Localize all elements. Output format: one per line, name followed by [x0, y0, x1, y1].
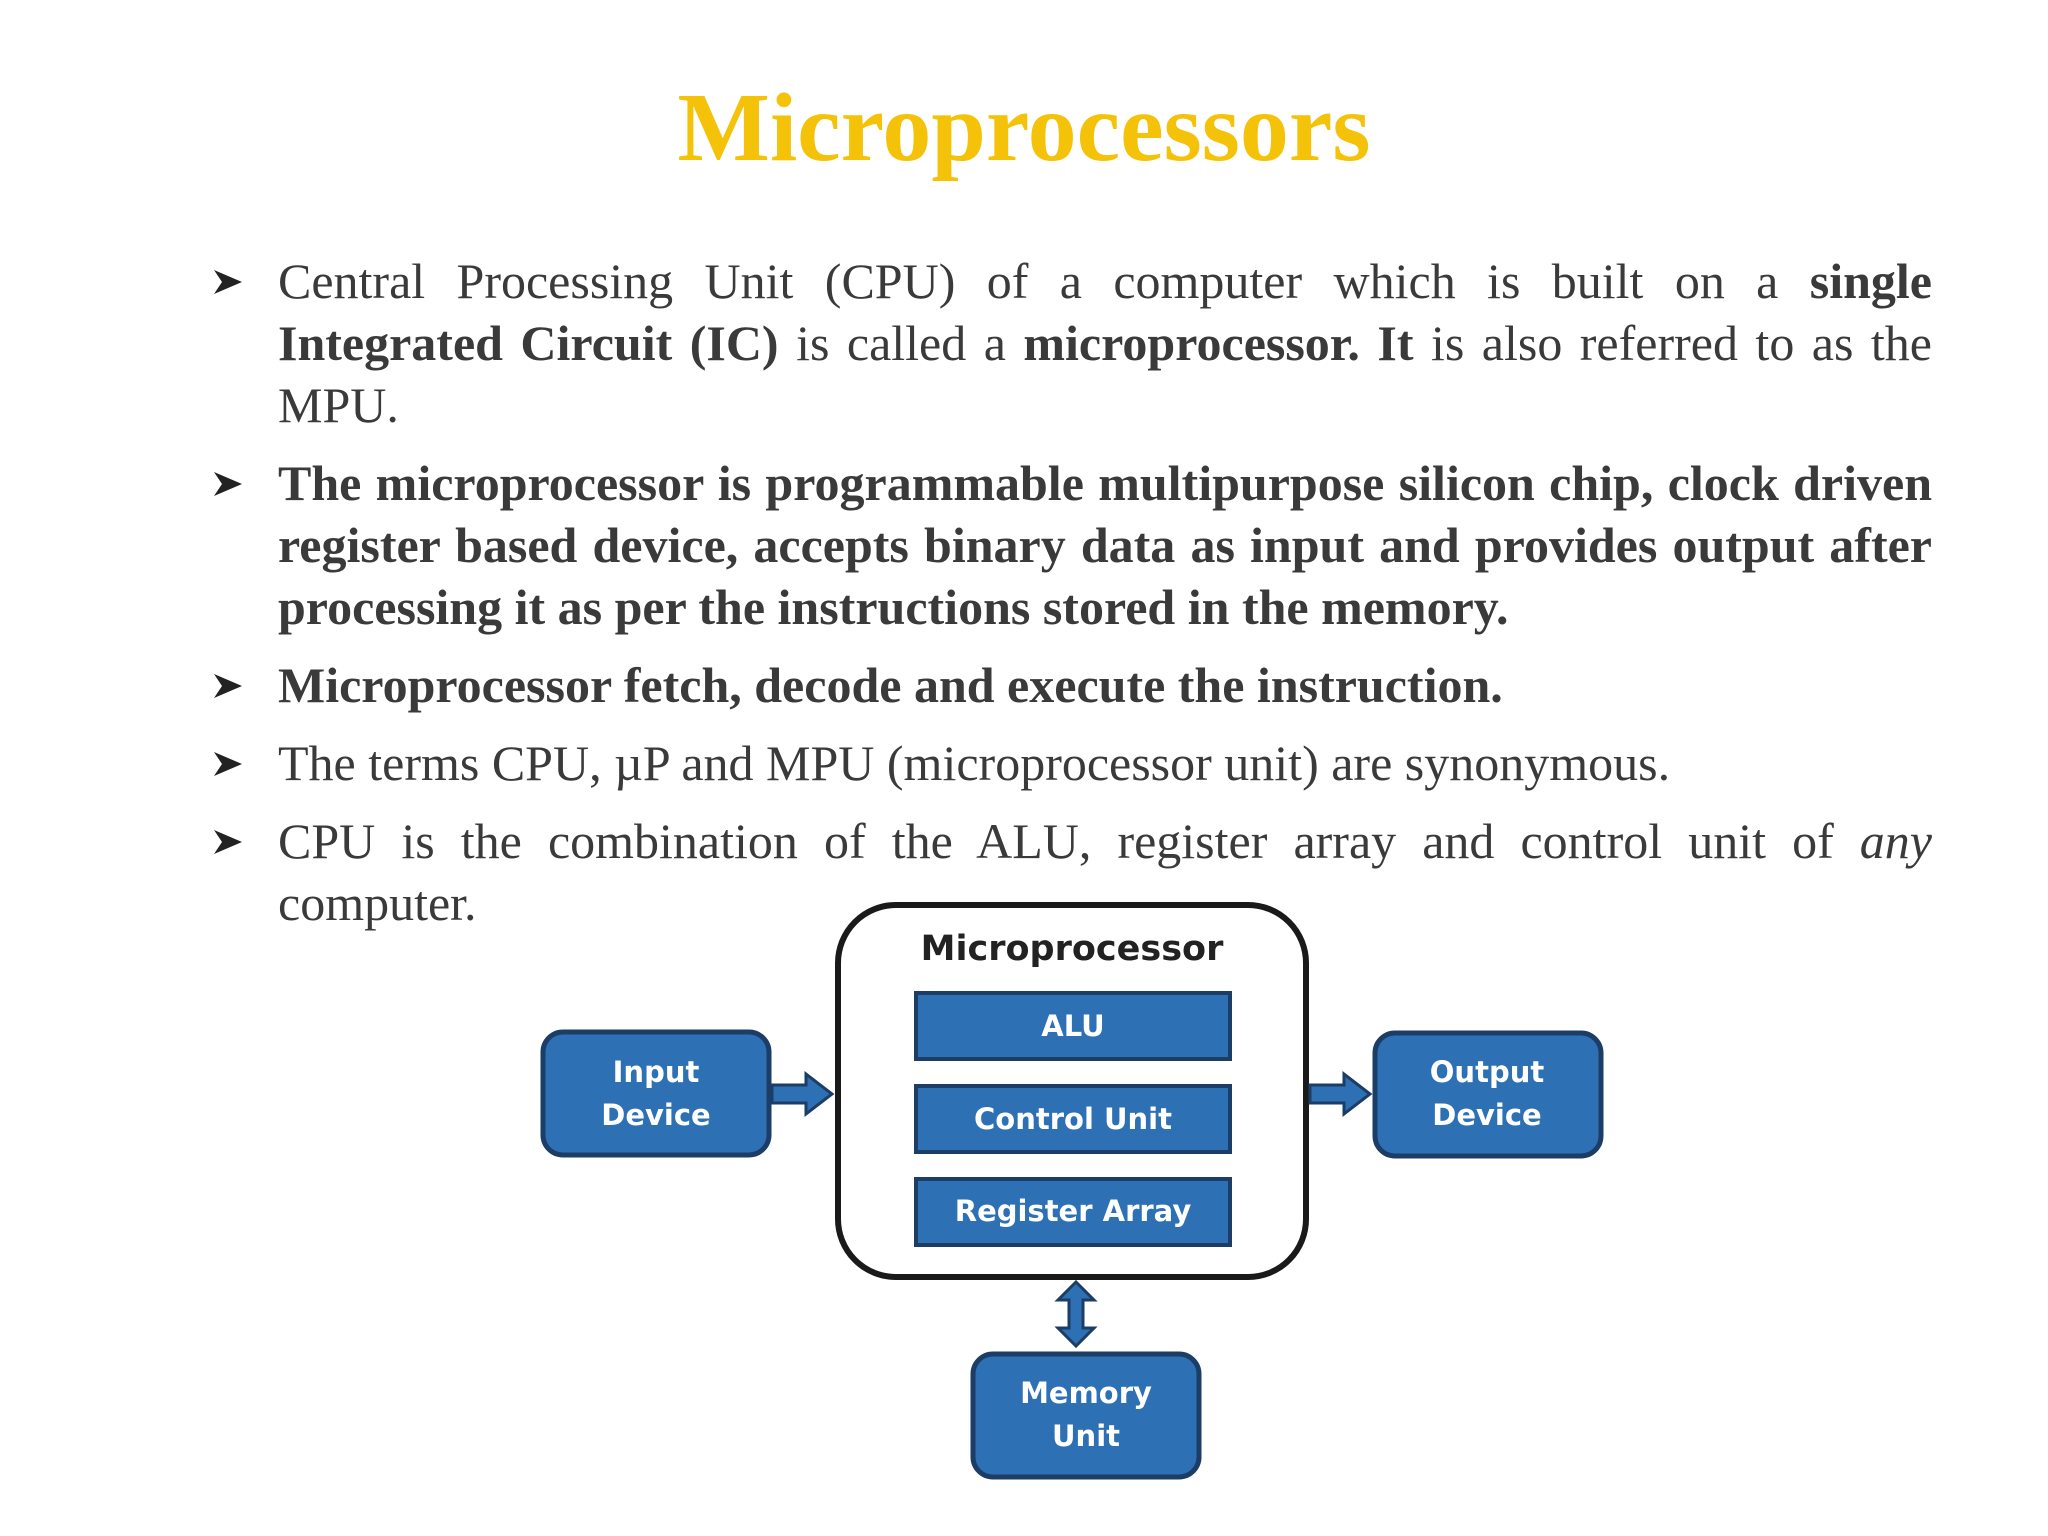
bullet-item-4: The terms CPU, µP and MPU (microprocesso…: [212, 732, 1932, 794]
bullet-1-part-4: microprocessor. It: [1023, 315, 1414, 371]
arrow-bullet-icon: [214, 830, 242, 854]
bullet-1-part-1: Central Processing Unit (CPU) of a compu…: [278, 253, 1810, 309]
input-device-label-line-1: Input: [613, 1055, 700, 1089]
bullet-2-text: The microprocessor is programmable multi…: [278, 455, 1932, 635]
arrow-bullet-icon: [214, 752, 242, 776]
bullet-5-part-3: computer.: [278, 875, 477, 931]
memory-unit-block: [970, 1351, 1202, 1480]
output-device-label-line-2: Device: [1432, 1098, 1541, 1132]
bullet-5-part-1: CPU is the combination of the ALU, regis…: [278, 813, 1860, 869]
alu-block: [914, 991, 1232, 1061]
control-unit-block: [914, 1084, 1232, 1154]
slide-title: Microprocessors: [677, 74, 1371, 182]
right-arrow-icon: [1308, 1070, 1373, 1118]
microprocessor-label: Microprocessor: [921, 929, 1224, 969]
bullet-item-1: Central Processing Unit (CPU) of a compu…: [212, 250, 1932, 436]
control-unit-label: Control Unit: [974, 1102, 1172, 1136]
arrow-bullet-icon: [214, 472, 242, 496]
bidirectional-arrow-icon: [1054, 1279, 1098, 1349]
bullet-4-text: The terms CPU, µP and MPU (microprocesso…: [278, 735, 1671, 791]
bullet-1-part-2: single Integrated Circuit (IC): [278, 253, 1932, 371]
memory-unit-label-line-1: Memory: [1020, 1376, 1152, 1410]
output-device-block: [1372, 1030, 1604, 1159]
bullet-1-part-5: is also referred to as the MPU.: [278, 315, 1932, 433]
alu-label: ALU: [1041, 1009, 1104, 1043]
arrow-bullet-icon: [214, 674, 242, 698]
register-array-block: [914, 1177, 1232, 1247]
output-device-label-line-1: Output: [1430, 1055, 1545, 1089]
input-device-label-line-2: Device: [601, 1098, 710, 1132]
register-array-label: Register Array: [955, 1194, 1192, 1228]
right-arrow-icon: [770, 1070, 835, 1118]
bullet-item-5: CPU is the combination of the ALU, regis…: [212, 810, 1932, 934]
bullet-1-part-3: is called a: [778, 315, 1024, 371]
bullet-list: Central Processing Unit (CPU) of a compu…: [212, 250, 1932, 934]
bullet-item-2: The microprocessor is programmable multi…: [212, 452, 1932, 638]
bullet-item-3: Microprocessor fetch, decode and execute…: [212, 654, 1932, 716]
memory-unit-label-line-2: Unit: [1052, 1419, 1120, 1453]
arrow-bullet-icon: [214, 270, 242, 294]
input-device-block: [540, 1029, 772, 1158]
bullet-5-part-2: any: [1859, 813, 1932, 869]
bullet-3-text: Microprocessor fetch, decode and execute…: [278, 657, 1503, 713]
